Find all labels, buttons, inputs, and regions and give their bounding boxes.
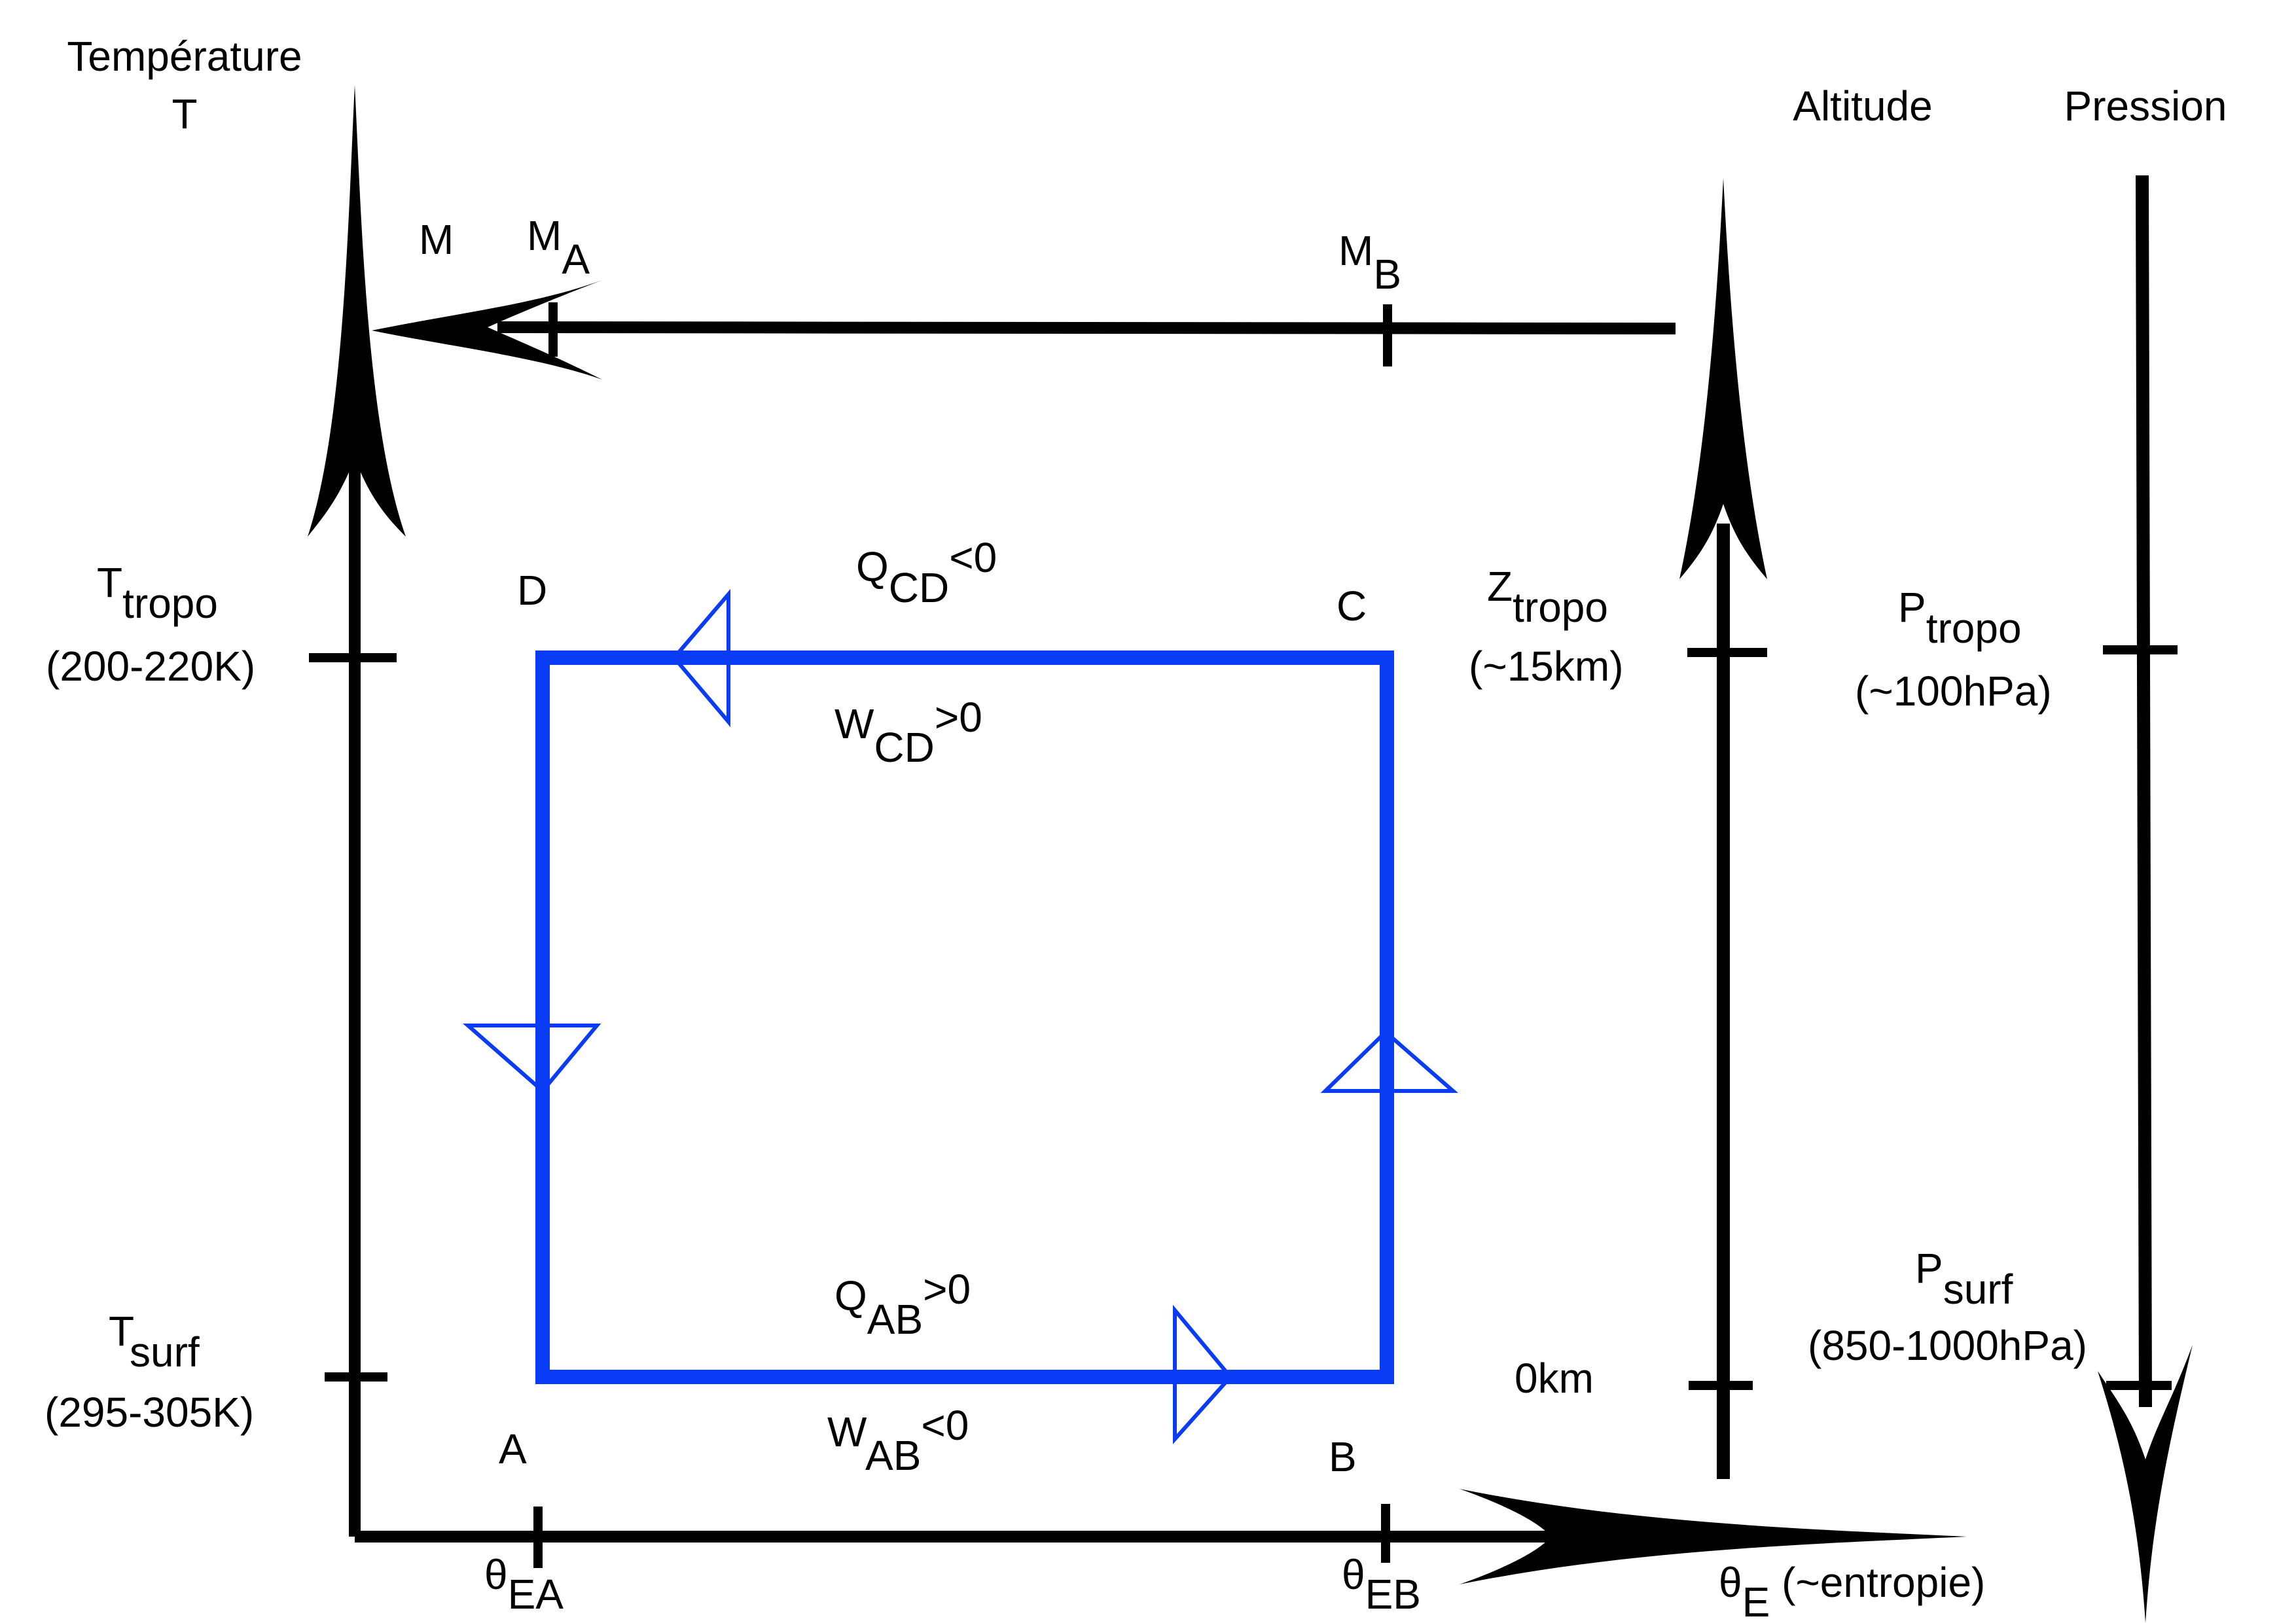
- pressure-axis-title: Pression: [2064, 82, 2227, 130]
- label-p-tropo-range: (~100hPa): [1855, 668, 2052, 715]
- label-t-surf: Tsurf: [109, 1308, 200, 1376]
- label-ma: MA: [527, 212, 590, 283]
- label-theta-eb: θEB: [1342, 1551, 1421, 1618]
- label-t-tropo-range: (200-220K): [46, 643, 255, 690]
- label-p-surf: Psurf: [1915, 1245, 2013, 1313]
- label-q-cd: QCD<0: [856, 534, 997, 611]
- pressure-axis: [2098, 175, 2193, 1623]
- label-p-surf-range: (850-1000hPa): [1808, 1322, 2087, 1369]
- cycle-arrow-ab-right: [1173, 1304, 1233, 1444]
- cycle-arrow-cd-left: [672, 588, 730, 728]
- label-p-tropo: Ptropo: [1898, 584, 2022, 652]
- label-m: M: [419, 216, 454, 263]
- altitude-axis-title: Altitude: [1793, 82, 1932, 130]
- label-t-surf-range: (295-305K): [45, 1389, 254, 1436]
- temperature-axis-arrowhead: [308, 85, 406, 537]
- corner-label-d: D: [517, 567, 547, 614]
- temperature-axis-title: Température: [67, 33, 302, 80]
- label-t-tropo: Ttropo: [97, 559, 218, 627]
- cycle-arrow-da-down: [463, 1024, 601, 1094]
- altitude-axis: [1679, 178, 1767, 1479]
- label-z-tropo: Ztropo: [1487, 563, 1608, 631]
- label-q-ab: QAB>0: [834, 1266, 971, 1343]
- pressure-axis-arrowhead: [2098, 1345, 2193, 1623]
- temperature-axis: [308, 85, 406, 1537]
- corner-label-a: A: [499, 1425, 527, 1472]
- corner-label-b: B: [1329, 1433, 1357, 1480]
- label-0km: 0km: [1515, 1355, 1594, 1402]
- altitude-axis-arrowhead: [1679, 178, 1767, 579]
- entropy-axis-arrowhead: [1460, 1489, 1967, 1584]
- entropy-axis-title: θE (~entropie): [1719, 1559, 1985, 1623]
- m-axis: [372, 280, 1676, 380]
- temperature-axis-symbol: T: [171, 90, 197, 137]
- corner-label-c: C: [1336, 582, 1367, 630]
- m-axis-arrowhead: [372, 280, 602, 380]
- cycle-arrow-bc-up: [1320, 1029, 1458, 1093]
- label-theta-ea: θEA: [484, 1551, 564, 1618]
- label-z-tropo-range: (~15km): [1469, 643, 1624, 690]
- cycle: [463, 588, 1458, 1444]
- label-w-ab: WAB<0: [827, 1402, 969, 1479]
- label-w-cd: WCD>0: [834, 694, 982, 771]
- label-mb: MB: [1338, 227, 1401, 298]
- cycle-rectangle: [535, 651, 1394, 1384]
- entropy-axis: [355, 1489, 1967, 1584]
